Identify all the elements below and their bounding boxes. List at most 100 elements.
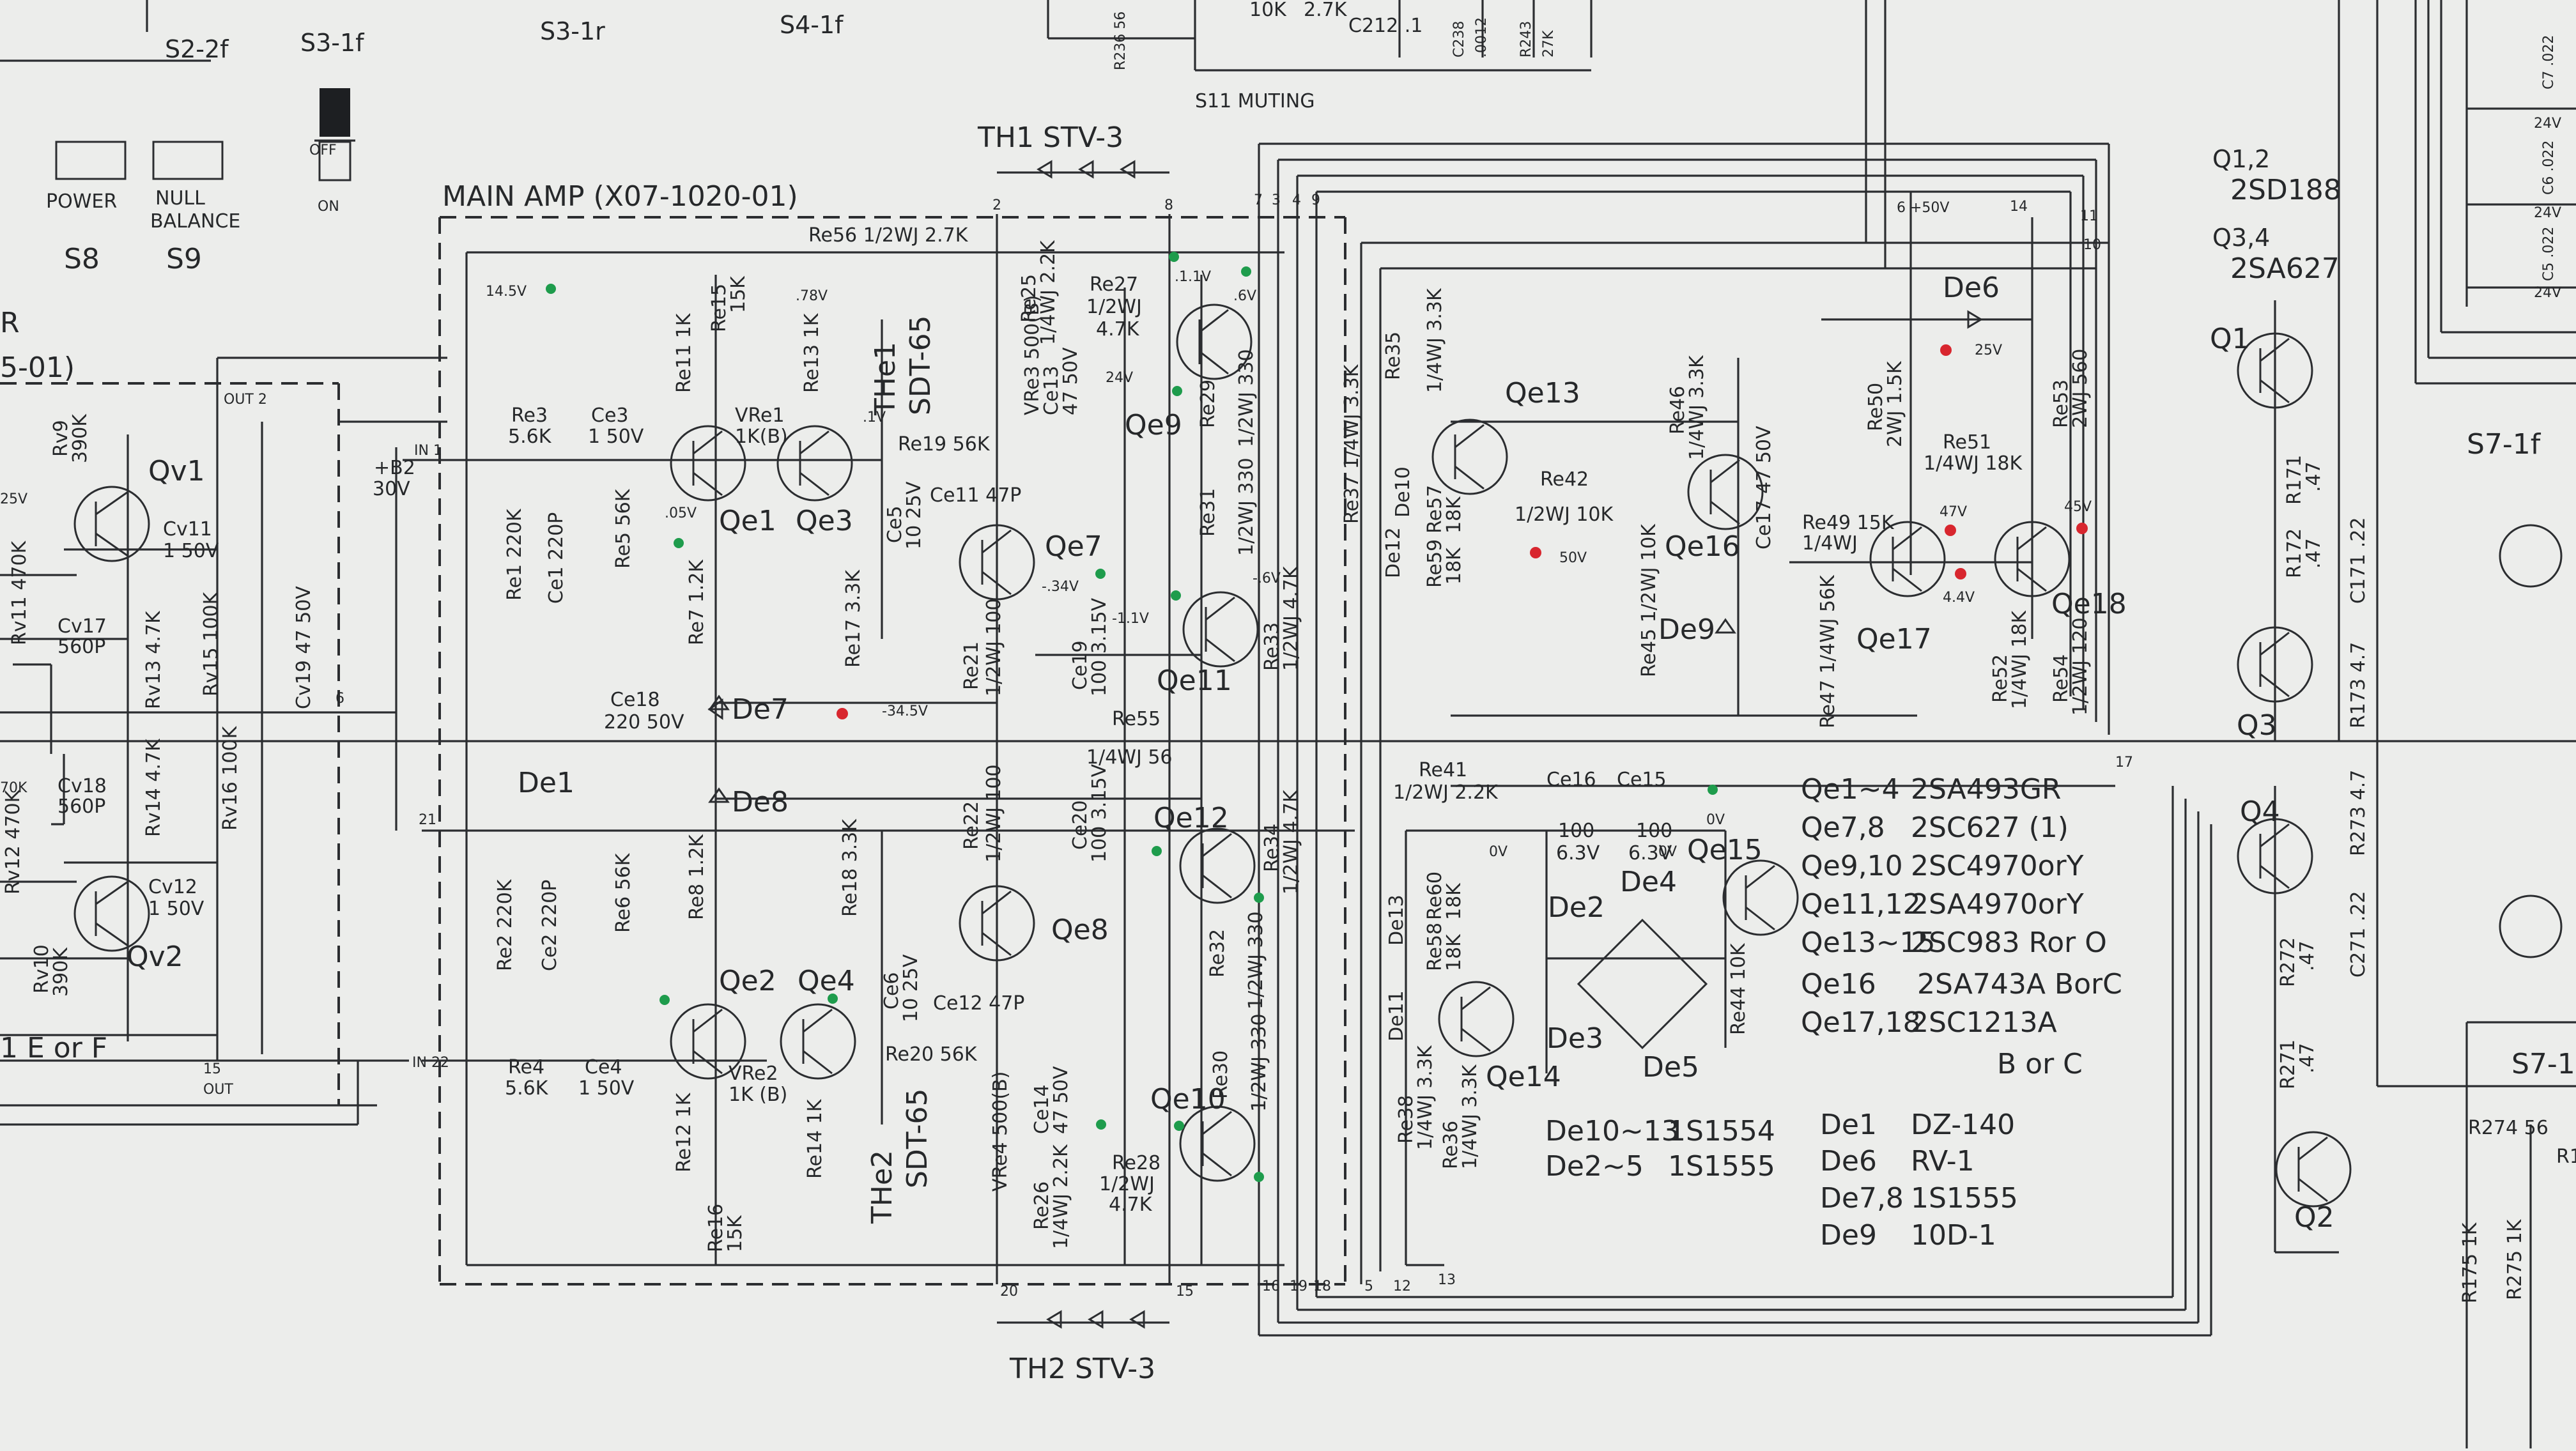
label-pin15-left: 15: [203, 1061, 221, 1077]
label-qe18: Qe18: [2051, 588, 2127, 620]
null-balance-switch[interactable]: [152, 141, 224, 180]
parts-value: 2SC627 (1): [1911, 811, 2069, 844]
label-ce5: Ce5: [884, 506, 906, 544]
label-in22: IN 22: [412, 1055, 449, 1071]
label-re50: Re50: [1865, 383, 1887, 431]
label-re54: Re54: [2050, 654, 2072, 703]
label-ce18: Ce18: [610, 689, 660, 711]
label-re46: Re46: [1667, 386, 1689, 434]
voltage-annotations: 14.5V .78V .1.1V .6V 24V .1V .05V -.34V …: [486, 269, 2092, 860]
label-r272-value: .47: [2296, 940, 2318, 971]
transistor-q2: [2275, 1131, 2352, 1208]
green-marker: [1169, 252, 1179, 262]
left-section: Qv1 Qv2 Rv9 390K Rv11 470K Rv13 4.7K Rv1…: [0, 357, 447, 1126]
green-marker: [546, 284, 556, 294]
label-re38: Re38: [1395, 1095, 1417, 1144]
transistor-qe11: [1182, 591, 1259, 668]
label-s22: S2-2f: [165, 35, 229, 63]
label-re33-value: 1/2WJ 4.7K: [1280, 565, 1302, 671]
label-ce6: Ce6: [881, 972, 903, 1010]
label-pin21: 21: [419, 812, 436, 828]
voltage-6v-top: .6V: [1233, 288, 1256, 304]
parts-value: 2SC983 Ror O: [1911, 926, 2107, 959]
label-re33: Re33: [1261, 622, 1283, 671]
label-the1-sdt: SDT-65: [904, 315, 937, 415]
label-re18: Re18 3.3K: [839, 818, 861, 917]
label-re49: Re49 15K: [1802, 512, 1895, 534]
label-rv9: Rv9: [50, 420, 72, 457]
label-rv16: Rv16 100K: [219, 725, 242, 831]
label-re34: Re34: [1261, 824, 1283, 872]
label-re51-value: 1/4WJ 18K: [1924, 452, 2023, 475]
label-ce20-value: 100 3.15V: [1088, 764, 1111, 863]
label-ce3: Ce3: [591, 404, 629, 427]
pin-number: 2: [992, 197, 1001, 213]
off-on-toggle[interactable]: [320, 88, 350, 137]
label-ce2: Ce2 220P: [539, 880, 561, 971]
label-in1: IN 1: [414, 443, 442, 459]
label-re36: Re36: [1440, 1121, 1462, 1169]
label-cv19: Cv19 47 50V: [293, 586, 315, 709]
label-re28-ohm: 4.7K: [1109, 1194, 1153, 1216]
parts-value: 2SC4970orY: [1911, 850, 2084, 882]
label-q2: Q2: [2294, 1201, 2334, 1234]
label-re29-value: 1/2WJ 330: [1235, 349, 1258, 447]
parts-value: 2SC1213A: [1911, 1006, 2057, 1039]
label-rv10: Rv10: [31, 944, 53, 994]
label-de8: De8: [732, 786, 789, 818]
label-power: POWER: [46, 190, 117, 213]
label-ce17: Ce17 47 50V: [1753, 426, 1775, 549]
transistor-qe8: [959, 885, 1035, 962]
label-re25-value: 1/4WJ 2.2K: [1037, 240, 1060, 345]
label-re37: Re37 1/4WJ 3.3K: [1341, 364, 1363, 524]
green-marker: [828, 994, 838, 1004]
label-re17: Re17 3.3K: [842, 569, 865, 668]
label-ce20: Ce20: [1069, 800, 1091, 850]
label-qe9: Qe9: [1125, 409, 1182, 441]
label-re34-value: 1/2WJ 4.7K: [1280, 789, 1302, 894]
label-r172: R172: [2283, 528, 2306, 578]
label-re51: Re51: [1943, 431, 1991, 454]
label-re55: Re55: [1112, 708, 1161, 730]
label-re35: Re35: [1382, 332, 1405, 380]
label-re8: Re8 1.2K: [686, 834, 708, 920]
label-re49-value: 1/4WJ: [1802, 532, 1858, 555]
label-cv17: Cv17: [58, 615, 107, 638]
label-10k: 10K: [1249, 0, 1287, 21]
label-vre1: VRe1: [735, 404, 785, 427]
power-switch[interactable]: [55, 141, 127, 180]
label-re7: Re7 1.2K: [686, 559, 708, 645]
diode-ref: De1: [1820, 1109, 1877, 1141]
component-labels: Re56 1/2WJ 2.7K Re15 15K Re11 1K Re13 1K…: [494, 224, 2092, 1252]
label-re45: Re45 1/2WJ 10K: [1638, 523, 1660, 677]
pin-number: 4: [1292, 192, 1301, 208]
transistor-qe9: [1176, 303, 1253, 380]
label-th2: TH2 STV-3: [1009, 1353, 1155, 1385]
label-re21: Re21: [960, 641, 983, 690]
voltage-78v: .78V: [796, 288, 828, 304]
label-de7: De7: [732, 693, 789, 726]
diode-value: 1S1555: [1911, 1182, 2018, 1215]
transistor-qe13: [1431, 418, 1508, 495]
parts-suffix: B or C: [1997, 1048, 2083, 1080]
label-r172-value: .47: [2302, 538, 2325, 569]
label-de13: De13: [1385, 894, 1408, 946]
diode-symbols: [707, 160, 1983, 1329]
probe-markers: [546, 252, 2088, 1182]
label-ce16-value: 100: [1558, 820, 1594, 842]
label-qe17: Qe17: [1856, 623, 1932, 656]
label-the2-sdt: SDT-65: [901, 1088, 934, 1188]
label-re52-value: 1/4WJ 18K: [2009, 610, 2031, 709]
label-re47: Re47 1/4WJ 56K: [1817, 574, 1839, 728]
label-qe14: Qe14: [1486, 1061, 1561, 1093]
label-re14: Re14 1K: [804, 1098, 826, 1179]
transistor-q1: [2237, 332, 2313, 409]
label-the2: THe2: [866, 1150, 899, 1224]
label-ce13: Ce13: [1040, 365, 1063, 415]
label-re57-value: 18K: [1443, 496, 1465, 534]
label-ce18-value: 220 50V: [604, 711, 684, 733]
label-cv17-value: 560P: [58, 636, 105, 658]
label-r274: R274 56: [2468, 1117, 2549, 1139]
label-ce13-value: 47 50V: [1060, 347, 1082, 415]
label-re53: Re53: [2050, 380, 2072, 428]
